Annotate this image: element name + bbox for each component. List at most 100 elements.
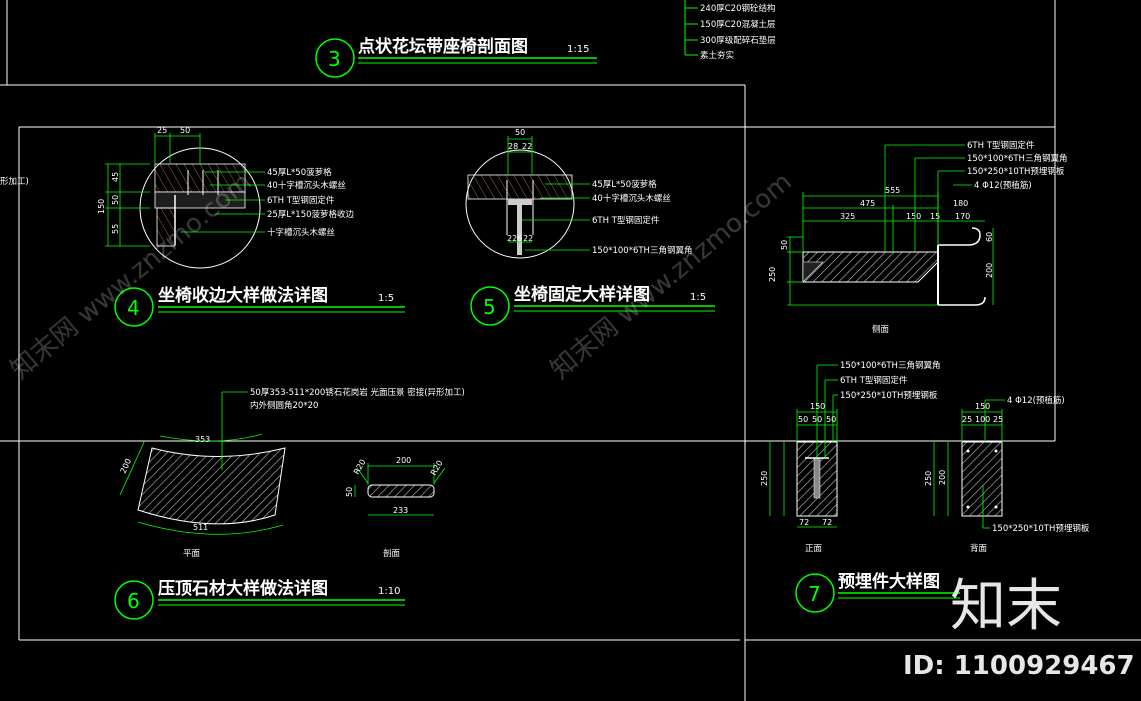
detail-5-drawing: 50 28 22 22 6 22 45厚L*50菠萝格 40十字槽沉头木螺丝 6… (465, 128, 692, 259)
d6-plan-dim-511: 511 (193, 523, 208, 532)
title-3: 3 点状花坛带座椅剖面图 1:15 (315, 36, 597, 78)
d7-front-dim-250: 250 (760, 471, 769, 486)
watermark-id: ID: 1100929467 (903, 651, 1135, 681)
left-edge-note: 形加工) (0, 176, 29, 187)
d5-note-1: 45厚L*50菠萝格 (592, 179, 657, 190)
d4-dim-50b: 50 (111, 195, 120, 205)
title-3-number: 3 (328, 47, 341, 71)
d5-dim-6: 6 (517, 234, 522, 243)
top-note-1: 240厚C20钢砼结构 (700, 3, 775, 14)
d7-front-dim-50a: 50 (798, 415, 808, 424)
d4-note-4: 25厚L*150菠萝格收边 (267, 209, 355, 220)
d4-dim-25: 25 (157, 126, 167, 135)
side-dim-475: 475 (860, 199, 875, 208)
side-label: 侧面 (872, 324, 890, 335)
top-note-2: 150厚C20混凝土层 (700, 19, 775, 30)
side-section-drawing: 555 475 325 150 180 170 15 250 200 60 50… (768, 140, 1067, 335)
side-dim-15: 15 (930, 212, 940, 221)
d7-back-note-2: 150*250*10TH预埋钢板 (992, 523, 1090, 534)
d4-note-2: 40十字槽沉头木螺丝 (267, 180, 346, 191)
title-6-scale: 1:10 (378, 586, 400, 597)
side-dim-150: 150 (906, 212, 921, 221)
d7-front-dim-72a: 72 (799, 518, 809, 527)
top-notes: 240厚C20钢砼结构 150厚C20混凝土层 300厚级配碎石垫层 素土夯实 (684, 0, 776, 61)
title-5: 5 坐椅固定大样详图 1:5 (470, 284, 715, 326)
top-note-3: 300厚级配碎石垫层 (700, 35, 776, 46)
title-3-number-circle (315, 38, 355, 78)
d7-back-dim-25a: 25 (962, 415, 972, 424)
title-5-number: 5 (483, 295, 496, 319)
d4-dim-55: 55 (111, 224, 120, 234)
d5-note-4: 150*100*6TH三角钢翼角 (592, 245, 692, 256)
d7-back-note-1: 4 Φ12(预植筋) (1007, 395, 1065, 406)
d7-front-dim-72b: 72 (822, 518, 832, 527)
d5-dim-22c: 22 (523, 234, 533, 243)
d6-note-2: 内外侧圆角20*20 (250, 400, 318, 411)
d7-front-label: 正面 (805, 544, 823, 554)
d7-front-dim-50b: 50 (812, 415, 822, 424)
d5-dim-50: 50 (515, 128, 525, 137)
side-dim-200: 200 (985, 263, 994, 278)
title-6-number: 6 (127, 589, 140, 613)
title-6-text: 压顶石材大样做法详图 (158, 578, 328, 599)
d4-dim-45: 45 (111, 172, 120, 182)
d7-back-label: 背面 (970, 543, 988, 554)
d6-note-1: 50厚353-511*200锈石花岗岩 光面压景 密接(异形加工) (250, 387, 465, 398)
detail-6-drawing: 353 511 200 50厚353-511*200锈石花岗岩 光面压景 密接(… (119, 387, 465, 559)
side-dim-555: 555 (885, 186, 900, 195)
d4-note-1: 45厚L*50菠萝格 (267, 167, 332, 178)
detail-4-drawing: 25 50 45 50 55 150 45厚L*50菠萝格 40十字槽沉头木螺丝… (97, 126, 355, 269)
d6-plan-dim-353: 353 (195, 435, 210, 444)
side-dim-60: 60 (985, 232, 994, 242)
d7-front-dim-50c: 50 (826, 415, 836, 424)
d6-sec-dim-233: 233 (393, 506, 408, 515)
d6-sec-dim-50: 50 (345, 487, 354, 497)
d4-dim-50: 50 (180, 126, 190, 135)
d7-back-dim-250: 250 (924, 471, 933, 486)
top-note-4: 素土夯实 (700, 50, 734, 61)
watermark-text-1: 知末网 www.znzmo.com (5, 167, 257, 386)
side-dim-250: 250 (768, 267, 777, 282)
side-dim-180: 180 (953, 199, 968, 208)
d6-sec-dim-200: 200 (396, 456, 411, 465)
side-dim-170: 170 (955, 212, 970, 221)
d5-note-3: 6TH T型钢固定件 (592, 215, 660, 226)
side-note-2: 150*100*6TH三角钢翼角 (967, 153, 1067, 164)
title-5-scale: 1:5 (690, 292, 706, 303)
d7-front-note-3: 150*250*10TH预埋钢板 (840, 390, 938, 401)
d7-front-note-1: 150*100*6TH三角钢翼角 (840, 360, 940, 371)
d5-dim-22b: 22 (507, 234, 517, 243)
side-dim-50: 50 (780, 240, 789, 250)
d5-note-2: 40十字槽沉头木螺丝 (592, 193, 671, 204)
d7-back-dim-100: 100 (975, 415, 990, 424)
title-4: 4 坐椅收边大样做法详图 1:5 (114, 285, 405, 327)
title-4-text: 坐椅收边大样做法详图 (158, 285, 328, 306)
title-6: 6 压顶石材大样做法详图 1:10 (114, 578, 405, 620)
title-7-number: 7 (808, 582, 821, 606)
watermark-group: 知末网 www.znzmo.com 知末网 www.znzmo.com (5, 167, 797, 386)
watermark-text-2: 知末网 www.znzmo.com (545, 167, 797, 386)
title-4-number: 4 (127, 296, 140, 320)
d7-back-dim-150: 150 (975, 402, 990, 411)
d6-section-label: 剖面 (383, 548, 401, 559)
watermark-logo: 知末 (950, 574, 1062, 639)
title-5-text: 坐椅固定大样详图 (514, 284, 650, 305)
side-note-3: 150*250*10TH预埋钢板 (967, 166, 1065, 177)
detail-7-drawing: 150 50 50 50 72 72 250 150*100*6TH三角钢翼角 … (760, 360, 1090, 554)
title-3-scale: 1:15 (567, 44, 589, 55)
side-note-1: 6TH T型钢固定件 (967, 140, 1035, 151)
d4-dim-150: 150 (97, 199, 106, 214)
d6-plan-label: 平面 (183, 549, 201, 559)
d6-plan-dim-200: 200 (119, 457, 134, 475)
d6-sec-dim-r20a: R20 (352, 458, 368, 476)
d7-back-dim-25b: 25 (993, 415, 1003, 424)
d7-front-note-2: 6TH T型钢固定件 (840, 375, 908, 386)
side-dim-325: 325 (840, 212, 855, 221)
title-7-text: 预埋件大样图 (838, 571, 940, 592)
title-7: 7 预埋件大样图 (795, 571, 960, 613)
d5-dim-22: 22 (522, 142, 532, 151)
d4-note-5: 十字槽沉头木螺丝 (267, 227, 336, 238)
d5-dim-28: 28 (508, 142, 518, 151)
side-note-4: 4 Φ12(预植筋) (974, 180, 1032, 191)
